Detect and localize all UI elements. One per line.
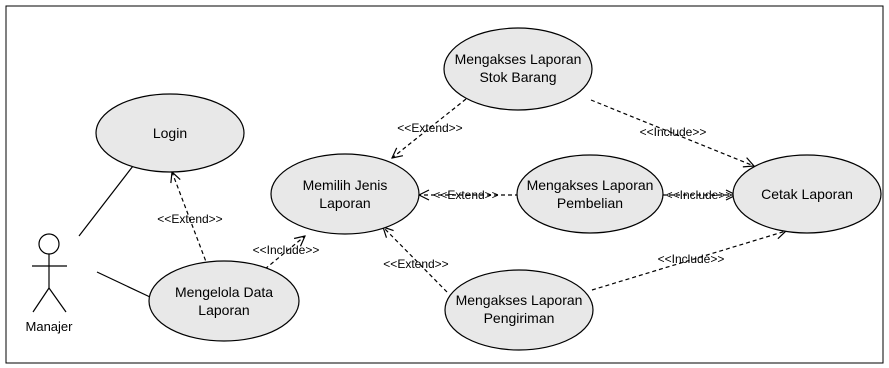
actor-label: Manajer: [26, 319, 74, 334]
usecase-pengiriman-line2: Pengiriman: [484, 310, 555, 326]
usecase-login-label: Login: [153, 125, 187, 141]
usecase-memilih-line2: Laporan: [319, 195, 370, 211]
usecase-pembelian-line2: Pembelian: [557, 195, 623, 211]
actor-manajer[interactable]: Manajer: [26, 233, 74, 334]
usecase-login[interactable]: Login: [95, 93, 245, 173]
usecase-pengiriman[interactable]: Mengakses Laporan Pengiriman: [444, 269, 594, 351]
usecase-login-shape: [95, 93, 245, 173]
usecase-pembelian-shape: [516, 154, 664, 234]
label-mengelola-memilih: <<Include>>: [253, 243, 320, 257]
label-pembelian-cetak: <<Include>>: [666, 188, 733, 202]
usecase-cetak-laporan[interactable]: Cetak Laporan: [732, 154, 882, 234]
label-pengiriman-cetak: <<Include>>: [658, 252, 725, 266]
include-pengiriman-cetak: [591, 231, 786, 291]
usecase-cetak-shape: [732, 154, 882, 234]
usecase-stok-line1: Mengakses Laporan: [455, 51, 582, 67]
usecase-mengelola-data-laporan[interactable]: Mengelola Data Laporan: [148, 260, 300, 342]
label-stok-cetak: <<Include>>: [640, 125, 707, 139]
include-mengelola-memilih: [264, 236, 305, 270]
usecase-mengelola-line1: Mengelola Data: [175, 284, 273, 300]
actor-left-leg: [32, 287, 50, 313]
usecase-cetak-label: Cetak Laporan: [761, 186, 853, 202]
usecase-stok-barang[interactable]: Mengakses Laporan Stok Barang: [443, 27, 593, 111]
usecase-memilih-line1: Memilih Jenis: [303, 177, 388, 193]
label-mengelola-login: <<Extend>>: [157, 212, 222, 226]
association-actor-login: [78, 165, 134, 237]
extend-stok-memilih: [392, 98, 467, 158]
usecase-stok-shape: [443, 27, 593, 111]
usecase-stok-line2: Stok Barang: [479, 69, 556, 85]
extend-mengelola-login: [172, 172, 209, 268]
diagram-frame: [5, 5, 884, 364]
usecase-mengelola-line2: Laporan: [198, 302, 249, 318]
usecase-mengelola-shape: [148, 260, 300, 342]
label-stok-memilih: <<Extend>>: [397, 121, 462, 135]
include-stok-cetak: [590, 99, 754, 166]
actor-right-leg: [48, 287, 67, 313]
usecase-pembelian[interactable]: Mengakses Laporan Pembelian: [516, 154, 664, 234]
actor-head: [38, 233, 60, 255]
label-pengiriman-memilih: <<Extend>>: [383, 257, 448, 271]
usecase-pengiriman-line1: Mengakses Laporan: [456, 292, 583, 308]
label-pembelian-memilih: <<Extend>>: [433, 188, 498, 202]
association-actor-mengelola: [96, 271, 151, 298]
usecase-pengiriman-shape: [444, 269, 594, 351]
usecase-pembelian-line1: Mengakses Laporan: [527, 177, 654, 193]
usecase-memilih-jenis-laporan[interactable]: Memilih Jenis Laporan: [270, 153, 420, 235]
usecase-memilih-shape: [270, 153, 420, 235]
extend-pengiriman-memilih: [383, 227, 448, 293]
